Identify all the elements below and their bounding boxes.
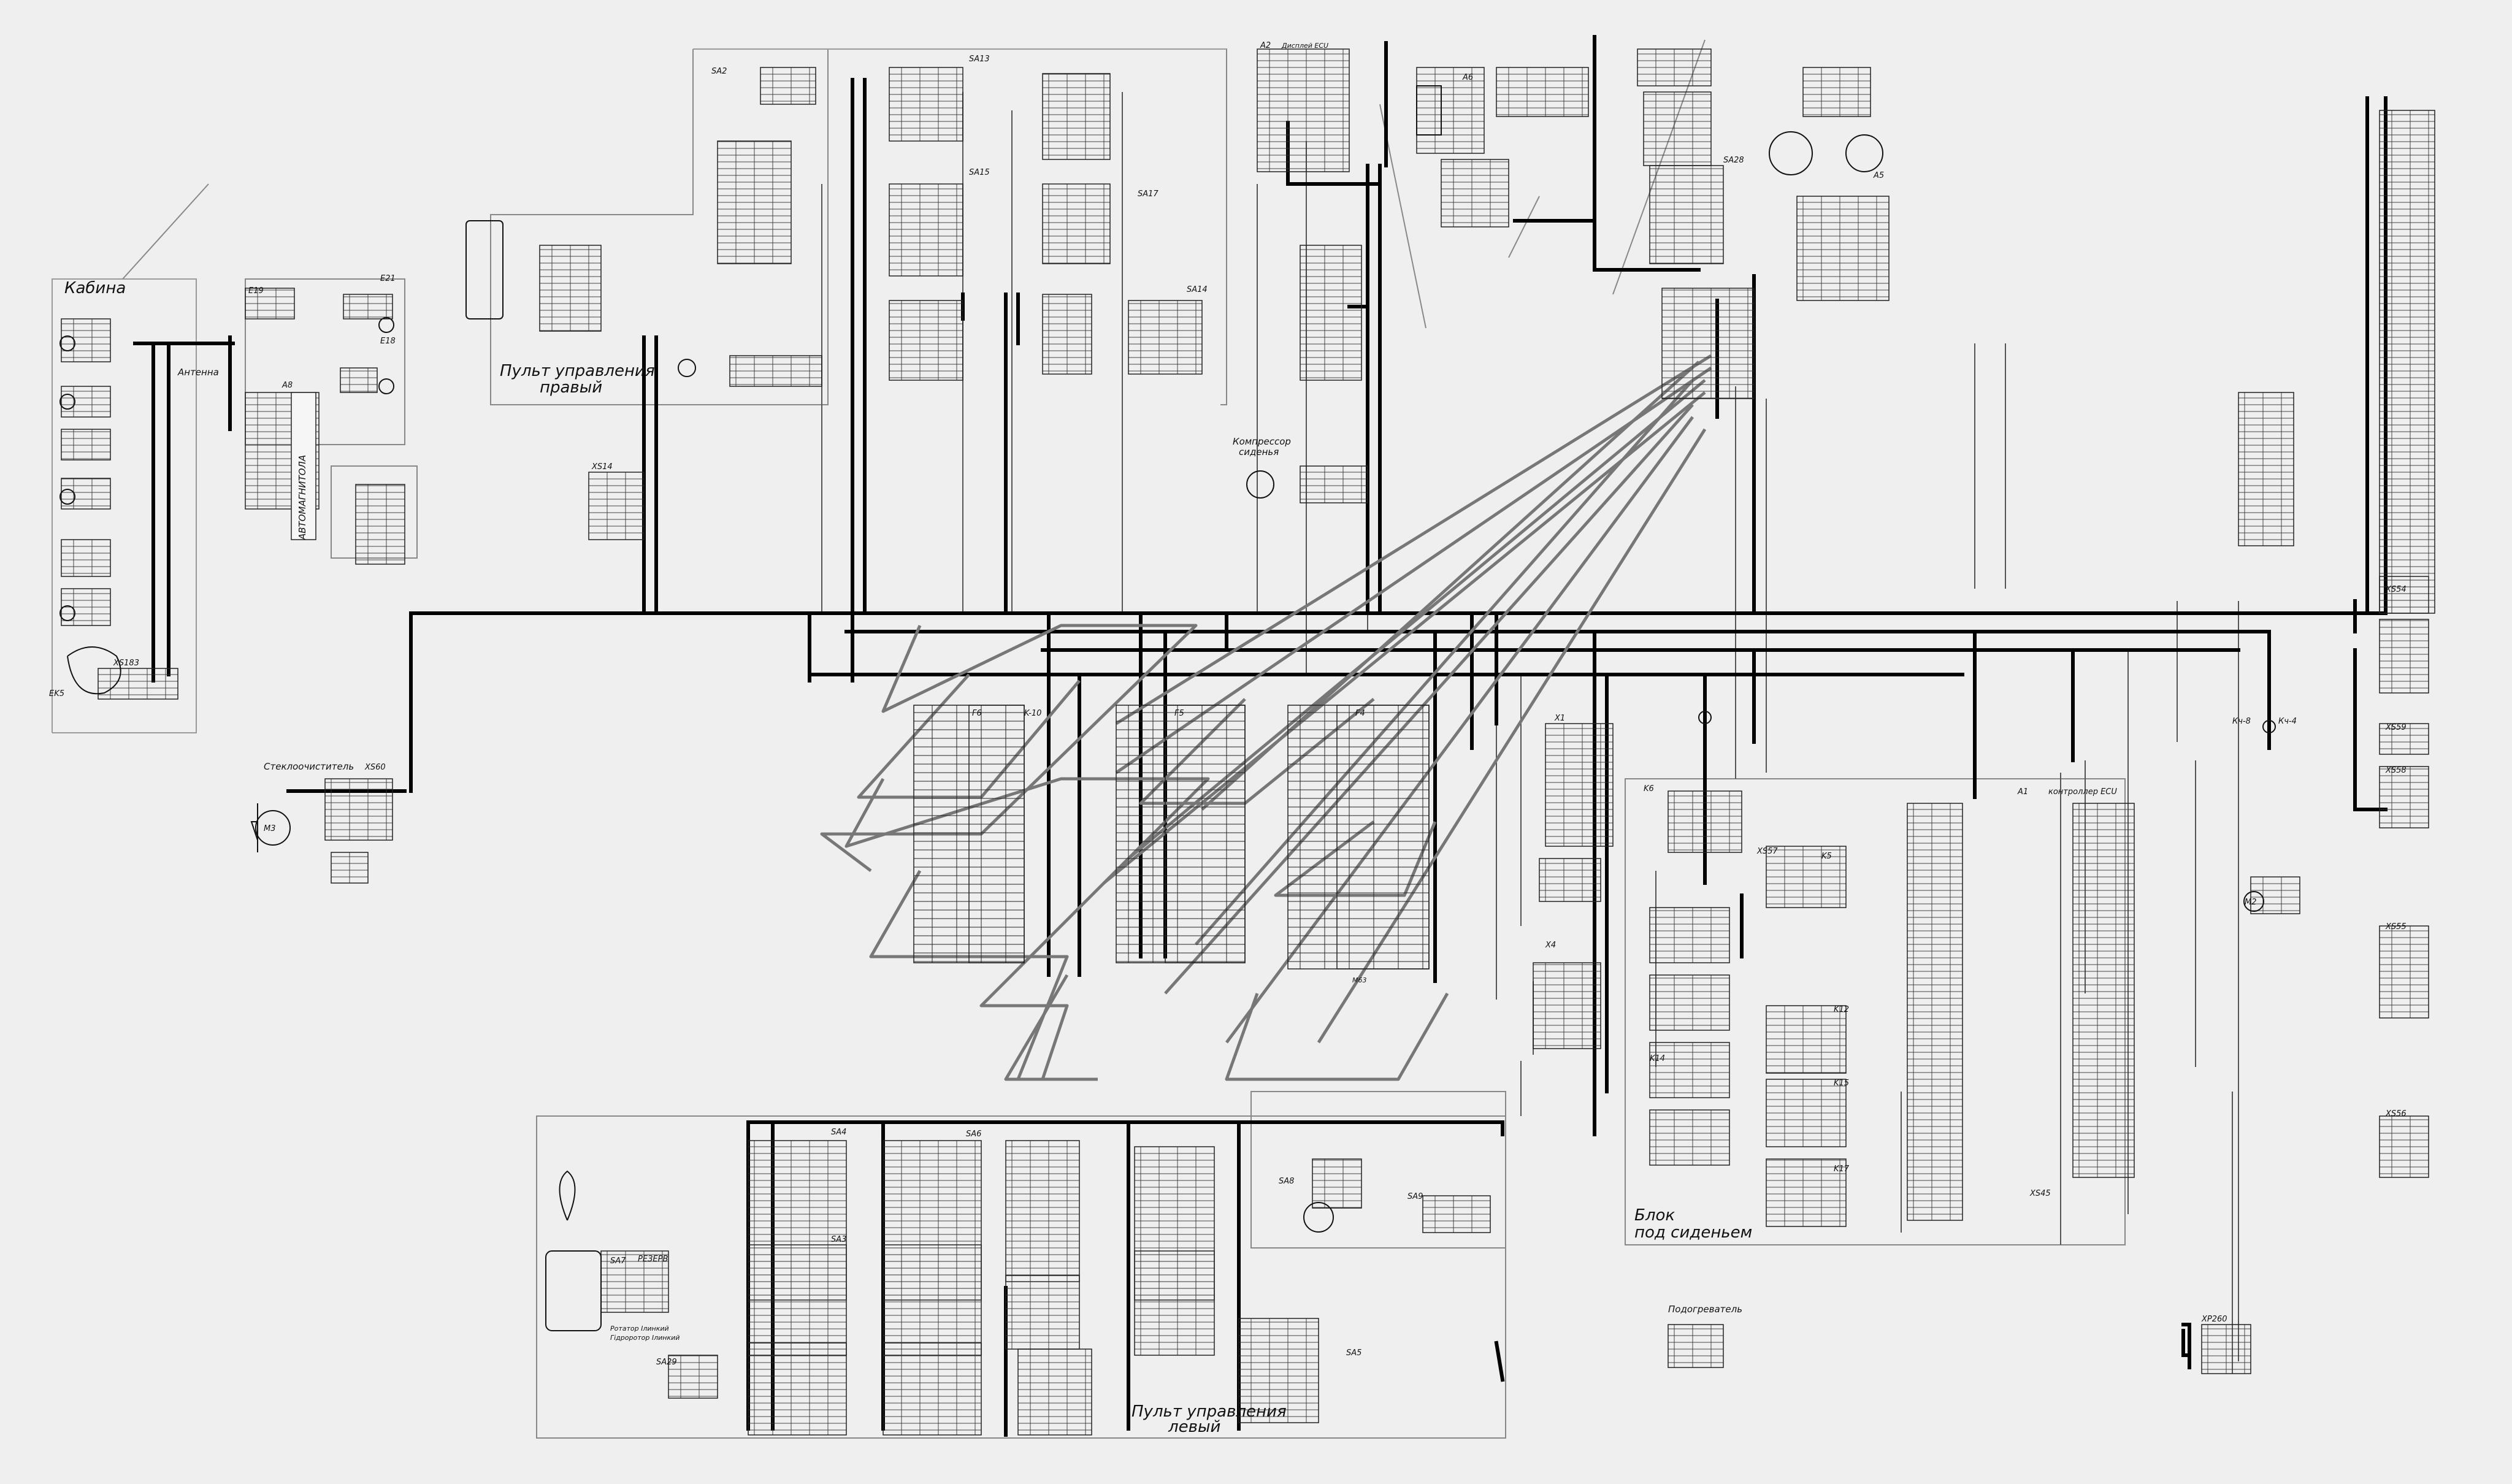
- f4-label: F4: [1355, 709, 1365, 718]
- m3-label: M3: [264, 824, 276, 833]
- xs183-label: XS183: [113, 659, 139, 668]
- e18-label: E18: [380, 337, 396, 346]
- symbols: [59, 85, 2276, 1331]
- a8-label: A8: [281, 381, 293, 390]
- sa3-label: SA3: [831, 1235, 846, 1244]
- diagram-labels: Кабина Пульт управления правый Пульт упр…: [49, 41, 2407, 1436]
- m2-label: M2: [2245, 898, 2257, 907]
- wiper-label: Стеклоочиститель: [264, 761, 354, 772]
- m63-label: M63: [1352, 976, 1367, 984]
- sa17-label: SA17: [1138, 189, 1158, 199]
- sa2-label: SA2: [711, 67, 727, 76]
- xs57-label: XS57: [1756, 847, 1778, 856]
- x1-label: X1: [1554, 714, 1565, 723]
- k5-label: K5: [1821, 852, 1832, 861]
- a2-label: A2: [1260, 41, 1271, 50]
- sa4-label: SA4: [831, 1128, 846, 1137]
- f5-label: F5: [1174, 709, 1184, 718]
- ek5-label: EK5: [49, 689, 64, 698]
- region-under-seat-label-2: под сиденьем: [1634, 1223, 1752, 1242]
- compressor-label-2: сиденья: [1239, 446, 1279, 457]
- k15-label: K15: [1834, 1079, 1849, 1088]
- xs58-label: XS58: [2385, 766, 2407, 775]
- sa6-label: SA6: [966, 1130, 981, 1139]
- region-cab-label: Кабина: [64, 279, 126, 297]
- sa9-label: SA9: [1407, 1192, 1423, 1201]
- kv8-label: Кч-8: [2232, 717, 2251, 726]
- x4-label: X4: [1545, 941, 1556, 950]
- a6-label: A6: [1462, 73, 1473, 82]
- region-left-panel-label-1: Пульт управления: [1132, 1402, 1287, 1421]
- kv4-label: Кч-4: [2278, 717, 2297, 726]
- region-right-panel-label-1: Пульт управления: [500, 362, 655, 380]
- xs60-label: XS60: [364, 763, 386, 772]
- reserve-label: РЕЗЕРВ: [638, 1255, 668, 1264]
- antenna-label: Антенна: [177, 367, 219, 378]
- xs14-label: XS14: [591, 462, 613, 472]
- preheater-label: Подогреватель: [1668, 1304, 1742, 1315]
- sa7-label: SA7: [610, 1256, 626, 1266]
- sa5-label: SA5: [1346, 1348, 1361, 1358]
- e19-label: E19: [248, 286, 264, 296]
- xs55-label: XS55: [2385, 922, 2407, 931]
- region-left-panel-label-2: левый: [1168, 1418, 1220, 1436]
- region-under-seat-label-1: Блок: [1634, 1206, 1675, 1225]
- e21-label: E21: [380, 274, 396, 283]
- xs56-label: XS56: [2385, 1109, 2407, 1119]
- a1-label: A1: [2017, 787, 2028, 797]
- xp260-label: XP260: [2201, 1315, 2227, 1324]
- xs59-label: XS59: [2385, 723, 2407, 732]
- a8-vertical-label: АВТОМАГНИТОЛА: [297, 455, 308, 540]
- bus-bars: [133, 35, 2388, 1437]
- k14-label: K14: [1650, 1054, 1665, 1063]
- sa29-label: SA29: [656, 1358, 677, 1367]
- k10-label: K-10: [1024, 709, 1041, 718]
- f6-label: F6: [972, 709, 982, 718]
- xs54-label: XS54: [2385, 585, 2407, 594]
- component-blocks: [61, 48, 2435, 1436]
- rotator-label-2: Гідроротор Ілинкий: [610, 1334, 680, 1342]
- a1-title: контроллер ECU: [2048, 787, 2117, 797]
- sa14-label: SA14: [1187, 285, 1208, 294]
- k12-label: K12: [1834, 1005, 1849, 1014]
- sa15-label: SA15: [969, 168, 990, 177]
- a5-label: A5: [1873, 171, 1884, 180]
- k17-label: K17: [1834, 1165, 1850, 1174]
- compressor-label-1: Компрессор: [1233, 436, 1291, 447]
- sa28-label: SA28: [1723, 156, 1744, 165]
- region-right-panel-label-2: правый: [540, 378, 602, 397]
- xs45-label: XS45: [2029, 1189, 2051, 1198]
- a2-title: Дисплей ECU: [1281, 42, 1328, 50]
- rotator-label-1: Ротатор Ілинкий: [610, 1325, 669, 1333]
- sa13-label: SA13: [969, 55, 990, 64]
- sa8-label: SA8: [1279, 1177, 1294, 1186]
- k6-label: K6: [1644, 784, 1654, 794]
